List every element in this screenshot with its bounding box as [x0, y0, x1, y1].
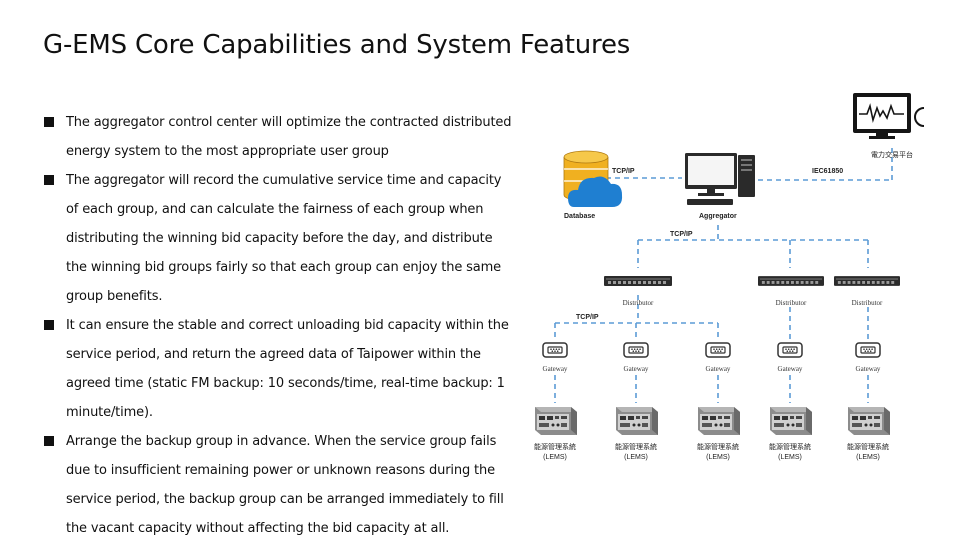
- link-label-db-aggregator: TCP/IP: [612, 168, 635, 175]
- link-label-aggregator-platform: IEC61850: [812, 168, 843, 175]
- square-bullet-icon: [44, 320, 54, 330]
- distributor-node: Distributor: [758, 276, 824, 307]
- lems-label-line1: 能源管理系統: [697, 442, 739, 451]
- lems-controller-icon: [535, 407, 577, 435]
- square-bullet-icon: [44, 175, 54, 185]
- gateway-node: Gateway: [777, 342, 803, 373]
- gateway-node: Gateway: [542, 342, 568, 373]
- gateway-label: Gateway: [624, 365, 649, 373]
- distributor-label: Distributor: [852, 299, 883, 307]
- cloud-icon: [568, 176, 623, 207]
- distributor-node: Distributor: [834, 276, 900, 307]
- aggregator-label: Aggregator: [699, 213, 737, 220]
- gateway-node: Gateway: [705, 342, 731, 373]
- bullet-item: Arrange the backup group in advance. Whe…: [44, 427, 514, 543]
- lems-label-line1: 能源管理系統: [769, 442, 811, 451]
- bullet-list: The aggregator control center will optim…: [44, 108, 514, 543]
- computer-icon: [685, 153, 755, 205]
- serial-gateway-icon: [623, 342, 649, 358]
- serial-gateway-icon: [542, 342, 568, 358]
- database-label: Database: [564, 213, 595, 220]
- lems-label-line2: (LEMS): [543, 454, 567, 461]
- gateway-label: Gateway: [856, 365, 881, 373]
- network-switch-icon: [758, 276, 824, 286]
- network-switch-icon: [834, 276, 900, 286]
- gateway-label: Gateway: [706, 365, 731, 373]
- serial-gateway-icon: [855, 342, 881, 358]
- lems-node: 能源管理系統 (LEMS): [769, 407, 812, 461]
- bullet-item: It can ensure the stable and correct unl…: [44, 311, 514, 427]
- bullet-item: The aggregator control center will optim…: [44, 108, 514, 166]
- network-diagram: TCP/IP IEC61850 TCP/IP TCP/IP Database A…: [534, 93, 925, 461]
- monitor-waveform-icon: [853, 93, 925, 139]
- trading-platform-label: 電力交易平台: [871, 150, 913, 159]
- square-bullet-icon: [44, 436, 54, 446]
- lems-label-line1: 能源管理系統: [615, 442, 657, 451]
- database-node: Database: [563, 150, 623, 220]
- lems-label-line2: (LEMS): [624, 454, 648, 461]
- lems-label-line1: 能源管理系統: [534, 442, 576, 451]
- serial-gateway-icon: [705, 342, 731, 358]
- bullet-item: The aggregator will record the cumulativ…: [44, 166, 514, 311]
- lems-label-line2: (LEMS): [856, 454, 880, 461]
- distributor-node: Distributor: [604, 276, 672, 307]
- network-switch-icon: [604, 276, 672, 286]
- lems-node: 能源管理系統 (LEMS): [534, 407, 577, 461]
- lems-label-line2: (LEMS): [778, 454, 802, 461]
- lems-label-line1: 能源管理系統: [847, 442, 889, 451]
- slide-title: G-EMS Core Capabilities and System Featu…: [43, 30, 631, 60]
- gateway-node: Gateway: [623, 342, 649, 373]
- gateway-label: Gateway: [778, 365, 803, 373]
- lems-node: 能源管理系統 (LEMS): [847, 407, 890, 461]
- gateway-label: Gateway: [543, 365, 568, 373]
- lems-node: 能源管理系統 (LEMS): [615, 407, 658, 461]
- lems-controller-icon: [848, 407, 890, 435]
- aggregator-node: Aggregator: [685, 153, 755, 220]
- link-label-distributor-gateways: TCP/IP: [576, 314, 599, 321]
- lems-controller-icon: [698, 407, 740, 435]
- lems-controller-icon: [616, 407, 658, 435]
- gateway-node: Gateway: [855, 342, 881, 373]
- serial-gateway-icon: [777, 342, 803, 358]
- lems-label-line2: (LEMS): [706, 454, 730, 461]
- square-bullet-icon: [44, 117, 54, 127]
- lems-controller-icon: [770, 407, 812, 435]
- lems-node: 能源管理系統 (LEMS): [697, 407, 740, 461]
- distributor-label: Distributor: [623, 299, 654, 307]
- distributor-label: Distributor: [776, 299, 807, 307]
- link-label-aggregator-distributors: TCP/IP: [670, 231, 693, 238]
- trading-platform-node: 電力交易平台: [853, 93, 925, 159]
